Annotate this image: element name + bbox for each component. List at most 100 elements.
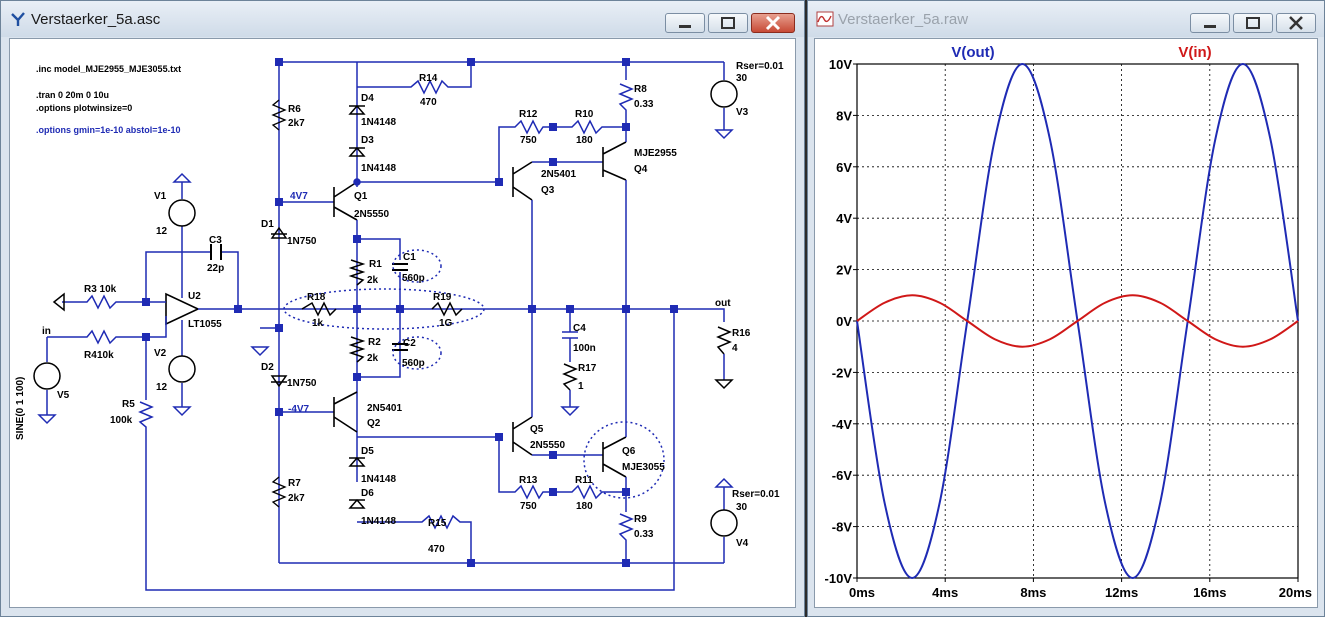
label-v3: V3	[736, 107, 749, 118]
label-d4-value: 1N4148	[361, 117, 396, 128]
label-r19-value: 1G	[439, 318, 453, 329]
label-r16-value: 4	[732, 343, 738, 354]
label-v3-rser: Rser=0.01	[736, 61, 784, 72]
label-r16: R16	[732, 328, 751, 339]
label-v5-sine: SINE(0 1 100)	[15, 377, 26, 440]
y-tick-label: 8V	[836, 108, 852, 123]
directive-tran[interactable]: .tran 0 20m 0 10u	[36, 90, 109, 100]
minimize-button[interactable]	[665, 13, 705, 33]
label-q3: Q3	[541, 185, 555, 196]
label-r17: R17	[578, 363, 597, 374]
label-v2: V2	[154, 348, 167, 359]
maximize-icon	[1246, 17, 1260, 29]
close-button[interactable]	[751, 13, 795, 33]
schematic-window[interactable]: Verstaerker_5a.asc	[0, 0, 805, 617]
label-r1-value: 2k	[367, 275, 379, 286]
directive-inc[interactable]: .inc model_MJE2955_MJE3055.txt	[36, 64, 181, 74]
waveform-icon	[816, 11, 834, 27]
y-tick-label: -2V	[832, 365, 853, 380]
label-r4: R4	[84, 350, 97, 361]
y-tick-label: 4V	[836, 211, 852, 226]
label-d2-value: 1N750	[287, 378, 317, 389]
plot-maximize-button[interactable]	[1233, 13, 1273, 33]
series-line-vin[interactable]	[856, 294, 1299, 348]
x-tick-label: 20ms	[1279, 585, 1312, 600]
label-q5: Q5	[530, 424, 544, 435]
label-r10-value: 180	[576, 135, 593, 146]
label-r18: R18	[307, 292, 326, 303]
label-d5-value: 1N4148	[361, 474, 396, 485]
label-r4-value: 10k	[97, 350, 114, 361]
minimize-icon	[679, 25, 691, 28]
label-r15-value: 470	[428, 544, 445, 555]
maximize-button[interactable]	[708, 13, 748, 33]
label-v4-value: 30	[736, 502, 748, 513]
label-v1: V1	[154, 191, 167, 202]
label-d4: D4	[361, 93, 374, 104]
label-c3-value: 22p	[207, 263, 224, 274]
minimize-icon	[1204, 25, 1216, 28]
x-tick-label: 8ms	[1020, 585, 1046, 600]
plot-close-button[interactable]	[1276, 13, 1316, 33]
label-r12-value: 750	[520, 135, 537, 146]
label-q2: Q2	[367, 418, 381, 429]
label-r6: R6	[288, 104, 301, 115]
x-tick-label: 4ms	[932, 585, 958, 600]
label-r14-value: 470	[420, 97, 437, 108]
label-r2: R2	[368, 337, 381, 348]
schematic-titlebar[interactable]: Verstaerker_5a.asc	[1, 1, 804, 37]
close-icon	[765, 15, 781, 31]
schematic-canvas[interactable]: .inc model_MJE2955_MJE3055.txt .tran 0 2…	[9, 38, 796, 608]
label-q1: Q1	[354, 191, 368, 202]
label-v1-value: 12	[156, 226, 168, 237]
label-d3: D3	[361, 135, 374, 146]
label-r1: R1	[369, 259, 382, 270]
label-d1-value: 1N750	[287, 236, 317, 247]
label-c2: C2	[403, 338, 416, 349]
label-v2-value: 12	[156, 382, 168, 393]
label-r15: R15	[428, 518, 447, 529]
schematic-drawing: .inc model_MJE2955_MJE3055.txt .tran 0 2…	[15, 58, 784, 591]
label-r12: R12	[519, 109, 538, 120]
label-d6: D6	[361, 488, 374, 499]
schematic-window-title: Verstaerker_5a.asc	[31, 11, 161, 28]
label-q6: Q6	[622, 446, 636, 457]
label-r14: R14	[419, 73, 438, 84]
label-r17-value: 1	[578, 381, 584, 392]
y-tick-label: 2V	[836, 263, 852, 278]
label-r7: R7	[288, 478, 301, 489]
label-q3-model: 2N5401	[541, 169, 576, 180]
component-labels: R14 470 R6 2k7 D4 1N4148 D3 1N4148 R8 0.…	[15, 61, 784, 555]
label-d5: D5	[361, 446, 374, 457]
label-c4: C4	[573, 323, 586, 334]
label-net-out: out	[715, 298, 731, 309]
label-r8: R8	[634, 84, 647, 95]
y-tick-label: 0V	[836, 314, 852, 329]
label-net-neg-4v7: -4V7	[288, 404, 310, 415]
label-q4-model: MJE2955	[634, 148, 677, 159]
label-r11-value: 180	[576, 501, 593, 512]
ltspice-icon	[11, 12, 25, 26]
y-tick-label: -4V	[832, 417, 853, 432]
label-c2-value: 560p	[402, 358, 425, 369]
y-tick-label: -10V	[825, 571, 853, 586]
label-r5: R5	[122, 399, 135, 410]
plot-minimize-button[interactable]	[1190, 13, 1230, 33]
label-q5-model: 2N5550	[530, 440, 565, 451]
directive-options-gmin[interactable]: .options gmin=1e-10 abstol=1e-10	[36, 125, 181, 135]
x-tick-label: 16ms	[1193, 585, 1226, 600]
legend-vout[interactable]: V(out)	[951, 44, 994, 61]
x-tick-label: 12ms	[1105, 585, 1138, 600]
directive-options-plot[interactable]: .options plotwinsize=0	[36, 103, 132, 113]
legend-vin[interactable]: V(in)	[1178, 44, 1211, 61]
label-r13: R13	[519, 475, 538, 486]
label-r9-value: 0.33	[634, 529, 654, 540]
y-tick-label: -8V	[832, 520, 853, 535]
label-r9: R9	[634, 514, 647, 525]
label-u2-model: LT1055	[188, 319, 222, 330]
y-tick-label: -6V	[832, 468, 853, 483]
waveform-titlebar[interactable]: Verstaerker_5a.raw	[808, 1, 1324, 37]
